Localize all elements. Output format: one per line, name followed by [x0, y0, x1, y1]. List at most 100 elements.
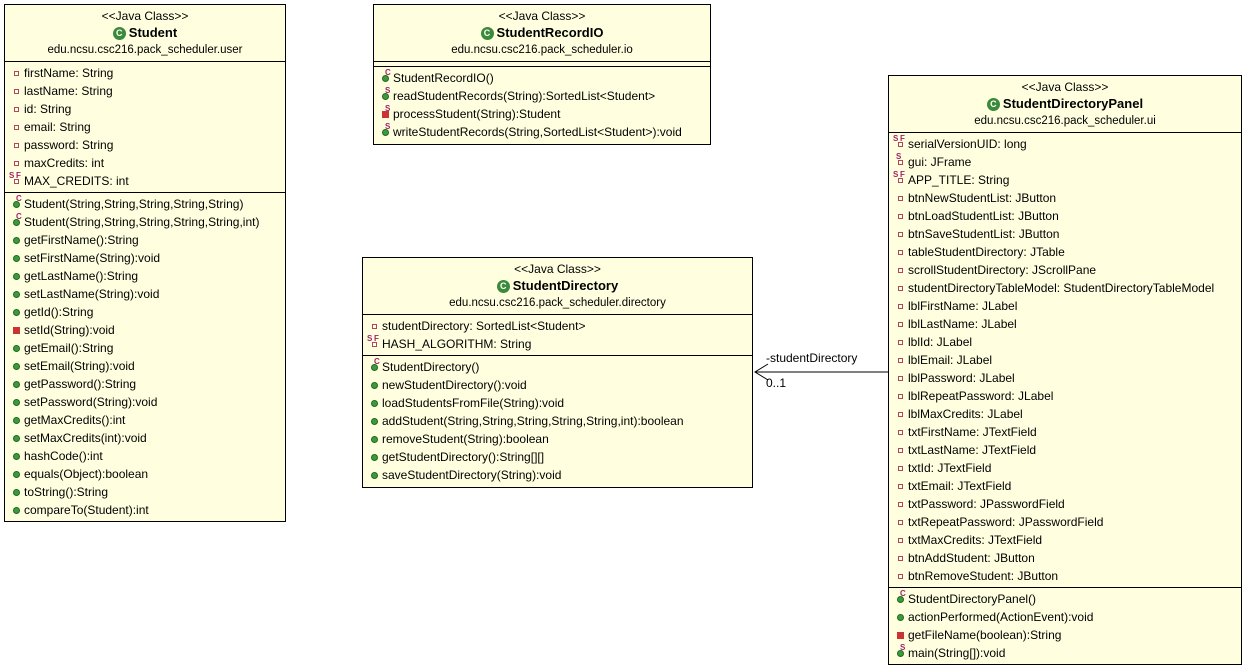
method-row[interactable]: saveStudentDirectory(String):void	[363, 466, 752, 484]
member-text: txtFirstName: JTextField	[908, 425, 1037, 439]
method-row[interactable]: loadStudentsFromFile(String):void	[363, 394, 752, 412]
member-text: hashCode():int	[24, 449, 103, 463]
method-row[interactable]: setId(String):void	[5, 321, 285, 339]
attribute-row[interactable]: studentDirectory: SortedList<Student>	[363, 317, 752, 335]
member-text: getPassword():String	[24, 377, 137, 391]
private-field-icon	[894, 354, 906, 366]
method-row[interactable]: toString():String	[5, 483, 285, 501]
attribute-row[interactable]: txtFirstName: JTextField	[889, 423, 1241, 441]
attribute-row[interactable]: txtMaxCredits: JTextField	[889, 531, 1241, 549]
attribute-row[interactable]: firstName: String	[5, 64, 285, 82]
private-field-icon	[894, 480, 906, 492]
attribute-row[interactable]: btnAddStudent: JButton	[889, 549, 1241, 567]
attribute-row[interactable]: id: String	[5, 100, 285, 118]
attribute-row[interactable]: txtEmail: JTextField	[889, 477, 1241, 495]
method-row[interactable]: getEmail():String	[5, 339, 285, 357]
attribute-row[interactable]: btnSaveStudentList: JButton	[889, 225, 1241, 243]
method-row[interactable]: hashCode():int	[5, 447, 285, 465]
member-text: actionPerformed(ActionEvent):void	[908, 610, 1094, 624]
member-text: getFileName(boolean):String	[908, 628, 1062, 642]
constructor-icon: C	[894, 590, 906, 605]
method-row[interactable]: getMaxCredits():int	[5, 411, 285, 429]
attribute-row[interactable]: lblEmail: JLabel	[889, 351, 1241, 369]
class-icon: C	[112, 26, 126, 40]
method-row[interactable]: setFirstName(String):void	[5, 249, 285, 267]
member-text: setPassword(String):void	[24, 395, 158, 409]
attribute-row[interactable]: lblFirstName: JLabel	[889, 297, 1241, 315]
method-row[interactable]: setLastName(String):void	[5, 285, 285, 303]
attribute-row[interactable]: btnLoadStudentList: JButton	[889, 207, 1241, 225]
method-row[interactable]: getPassword():String	[5, 375, 285, 393]
method-row[interactable]: actionPerformed(ActionEvent):void	[889, 608, 1241, 626]
attribute-row[interactable]: btnRemoveStudent: JButton	[889, 567, 1241, 585]
static-method-icon: S	[379, 87, 391, 102]
attribute-row[interactable]: lastName: String	[5, 82, 285, 100]
method-row[interactable]: newStudentDirectory():void	[363, 376, 752, 394]
attribute-row[interactable]: email: String	[5, 118, 285, 136]
attribute-row[interactable]: maxCredits: int	[5, 154, 285, 172]
public-method-icon	[10, 504, 22, 516]
method-row[interactable]: getStudentDirectory():String[][]	[363, 448, 752, 466]
attribute-row[interactable]: tableStudentDirectory: JTable	[889, 243, 1241, 261]
member-text: saveStudentDirectory(String):void	[382, 468, 562, 482]
attribute-row[interactable]: lblId: JLabel	[889, 333, 1241, 351]
attribute-row[interactable]: txtPassword: JPasswordField	[889, 495, 1241, 513]
private-field-icon	[10, 67, 22, 79]
method-row[interactable]: getLastName():String	[5, 267, 285, 285]
method-row[interactable]: getFileName(boolean):String	[889, 626, 1241, 644]
attribute-row[interactable]: txtLastName: JTextField	[889, 441, 1241, 459]
method-row[interactable]: getFirstName():String	[5, 231, 285, 249]
attribute-row[interactable]: btnNewStudentList: JButton	[889, 189, 1241, 207]
attributes-section	[374, 62, 710, 67]
attribute-row[interactable]: txtId: JTextField	[889, 459, 1241, 477]
member-text: getMaxCredits():int	[24, 413, 126, 427]
method-row[interactable]: getId():String	[5, 303, 285, 321]
method-row[interactable]: setMaxCredits(int):void	[5, 429, 285, 447]
public-method-icon	[10, 288, 22, 300]
method-row[interactable]: removeStudent(String):boolean	[363, 430, 752, 448]
attribute-row[interactable]: password: String	[5, 136, 285, 154]
member-text: lastName: String	[24, 84, 113, 98]
method-row[interactable]: addStudent(String,String,String,String,S…	[363, 412, 752, 430]
member-text: newStudentDirectory():void	[382, 378, 527, 392]
attribute-row[interactable]: scrollStudentDirectory: JScrollPane	[889, 261, 1241, 279]
attribute-row[interactable]: lblRepeatPassword: JLabel	[889, 387, 1241, 405]
member-text: lblMaxCredits: JLabel	[908, 407, 1023, 421]
method-row[interactable]: setEmail(String):void	[5, 357, 285, 375]
member-text: lblId: JLabel	[908, 335, 973, 349]
attribute-row[interactable]: lblPassword: JLabel	[889, 369, 1241, 387]
attribute-row[interactable]: studentDirectoryTableModel: StudentDirec…	[889, 279, 1241, 297]
attribute-row[interactable]: lblMaxCredits: JLabel	[889, 405, 1241, 423]
method-row[interactable]: setPassword(String):void	[5, 393, 285, 411]
method-row[interactable]: compareTo(Student):int	[5, 501, 285, 519]
method-row[interactable]: equals(Object):boolean	[5, 465, 285, 483]
class-icon: C	[480, 26, 494, 40]
attribute-row[interactable]: lblLastName: JLabel	[889, 315, 1241, 333]
public-method-icon	[10, 378, 22, 390]
attribute-row[interactable]: txtRepeatPassword: JPasswordField	[889, 513, 1241, 531]
member-text: loadStudentsFromFile(String):void	[382, 396, 565, 410]
